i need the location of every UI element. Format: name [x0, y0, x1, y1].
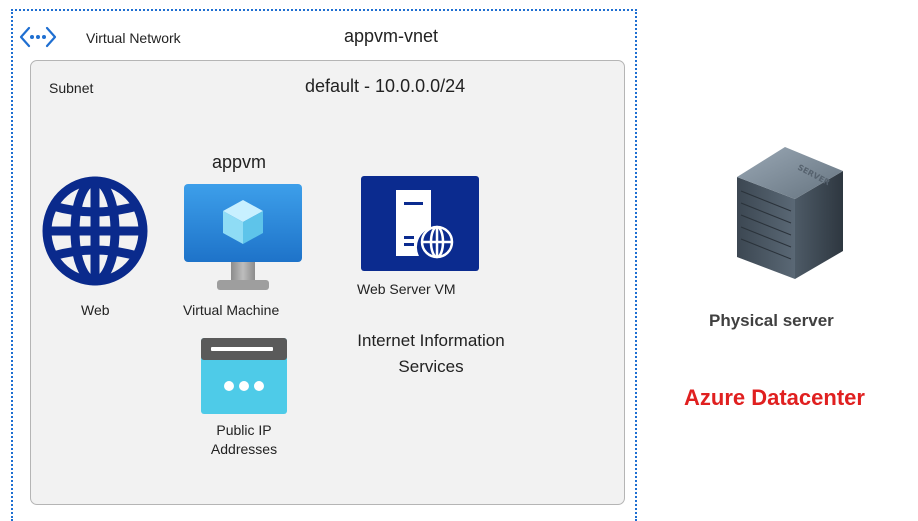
subnet-type-label: Subnet: [49, 80, 94, 96]
vm-label: Virtual Machine: [183, 302, 280, 318]
subnet-box: [30, 60, 625, 505]
vnet-name: appvm-vnet: [344, 26, 439, 46]
publicip-label-line1: Public IP: [216, 422, 272, 438]
publicip-label-line2: Addresses: [210, 441, 278, 457]
web-server-icon: [361, 176, 479, 271]
virtual-network-icon: [19, 26, 57, 48]
iis-label-line2: Services: [398, 357, 464, 376]
virtual-network-boundary: [11, 9, 637, 521]
virtual-machine-icon: [184, 184, 302, 290]
webserver-label: Web Server VM: [357, 281, 456, 297]
physical-server-icon: SERVER: [737, 147, 843, 279]
physical-server-label: Physical server: [709, 311, 834, 330]
subnet-name: default - 10.0.0.0/24: [305, 76, 466, 96]
datacenter-label: Azure Datacenter: [684, 385, 865, 410]
web-label: Web: [81, 302, 110, 318]
globe-icon: [42, 176, 148, 286]
public-ip-icon: [201, 338, 287, 414]
vnet-type-label: Virtual Network: [86, 30, 181, 46]
vm-title: appvm: [212, 152, 267, 172]
iis-label-line1: Internet Information: [357, 331, 505, 350]
publicip-label: Public IP Addresses: [185, 421, 303, 459]
iis-label: Internet Information Services: [322, 328, 540, 380]
